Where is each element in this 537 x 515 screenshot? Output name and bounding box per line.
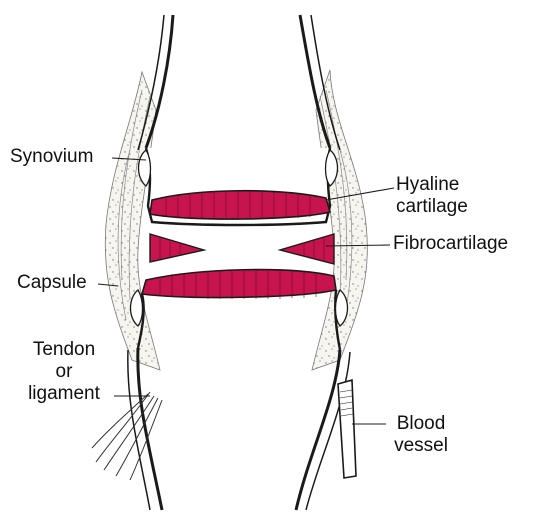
label-hyaline-cartilage: Hyaline cartilage — [396, 174, 478, 218]
fibrocartilage-hatch — [159, 238, 325, 261]
fibrocartilage-right — [277, 233, 335, 265]
upper-bone-right-edge-inner — [310, 14, 341, 151]
label-blood-line1: Blood — [396, 413, 446, 434]
lower-bone-left-edge-inner — [127, 349, 151, 511]
leader-fibrocartilage — [325, 244, 391, 247]
label-fibrocartilage: Fibrocartilage — [393, 233, 509, 254]
lower-bone-right-edge — [294, 349, 342, 511]
label-synovium: Synovium — [10, 146, 94, 167]
label-tendon-line3: ligament — [28, 383, 100, 404]
label-blood-line2: vessel — [394, 435, 448, 456]
capsule-fibers — [117, 89, 353, 321]
leader-lines — [97, 157, 395, 425]
label-capsule: Capsule — [17, 272, 87, 293]
hyaline-cartilage-lower — [140, 268, 337, 299]
synovium-fold-left-lower — [129, 289, 144, 327]
label-tendon-line1: Tendon — [32, 339, 96, 360]
hyaline-cartilage-upper — [149, 189, 331, 220]
synovium-fold-right-lower — [334, 289, 349, 327]
label-blood-vessel: Blood vessel — [390, 413, 452, 457]
hyaline-upper-hatch — [165, 191, 311, 219]
lower-bone-right-edge-inner — [305, 351, 351, 511]
synovium-fold-right — [324, 149, 339, 187]
label-tendon-line2: or — [55, 361, 73, 382]
leader-synovium — [111, 157, 147, 161]
upper-bone-right-edge — [298, 14, 332, 149]
label-tendon-or-ligament: Tendon or ligament — [16, 339, 112, 405]
label-hyaline-line1: Hyaline — [396, 174, 460, 195]
leader-hyaline — [325, 187, 395, 201]
leader-capsule — [97, 283, 119, 287]
upper-bone-left-edge-inner — [137, 14, 165, 151]
lower-bone-end — [136, 289, 342, 351]
upper-bone-left-edge — [144, 14, 175, 149]
hyaline-lower-hatch — [159, 270, 317, 299]
fibrocartilage-left — [149, 233, 207, 263]
label-hyaline-line2: cartilage — [396, 196, 468, 217]
lower-bone-left-edge — [136, 347, 164, 511]
blood-vessel — [337, 378, 357, 479]
tendon-fibers — [91, 391, 163, 481]
